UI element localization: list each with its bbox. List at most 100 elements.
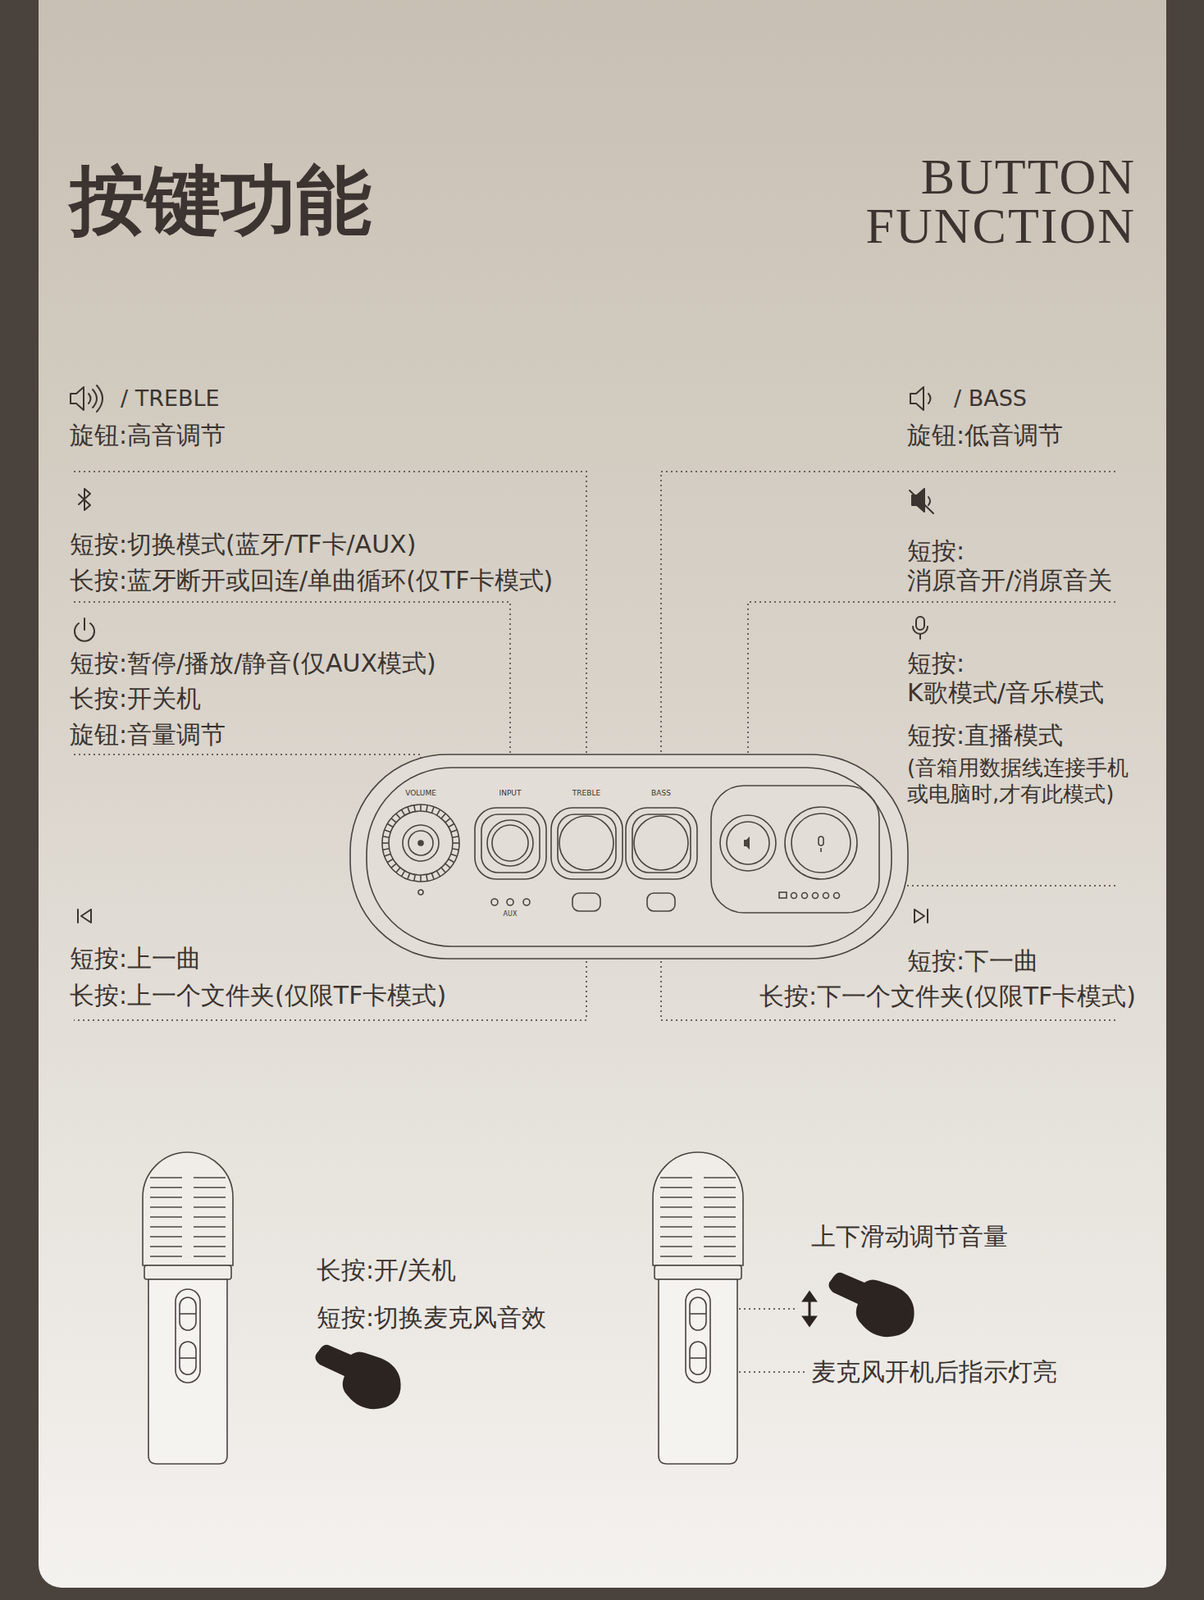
- treble-knob: [551, 807, 623, 880]
- mute-icon: [909, 488, 934, 514]
- knurl-stroke: [445, 818, 451, 823]
- knurl-stroke: [396, 867, 401, 873]
- bluetooth-icon: [78, 488, 91, 511]
- function-note: 短按:切换模式(蓝牙/TF卡/AUX): [69, 529, 416, 560]
- grille-line: [193, 1176, 226, 1179]
- control-label: TREBLE: [570, 788, 602, 799]
- grille-line: [150, 1235, 183, 1238]
- grille-line: [660, 1186, 693, 1189]
- function-note: 麦克风开机后指示灯亮: [811, 1357, 1058, 1387]
- grille-line: [150, 1176, 183, 1179]
- function-note: 旋钮:高音调节: [69, 420, 226, 451]
- knurl-stroke: [387, 824, 393, 828]
- page-title: 按键功能: [69, 155, 372, 247]
- mic-button-line: [689, 1357, 707, 1360]
- grille-line: [150, 1216, 183, 1218]
- knurl-stroke: [383, 848, 390, 850]
- microphone: [142, 1152, 233, 1464]
- grille-line: [660, 1206, 693, 1209]
- mode-indicators: [491, 898, 530, 906]
- mic-slot: [685, 1289, 711, 1383]
- function-note: 旋钮:音量调节: [69, 720, 226, 750]
- knurl-stroke: [407, 807, 411, 814]
- speaker-device: [350, 754, 908, 959]
- function-note: 上下滑动调节音量: [811, 1222, 1008, 1252]
- function-note: / TREBLE: [120, 385, 220, 412]
- grille-line: [193, 1196, 226, 1199]
- control-label: BASS: [649, 788, 673, 799]
- grille-line: [660, 1176, 693, 1179]
- knurl-stroke: [414, 874, 416, 881]
- function-note: 长按:开/关机: [316, 1255, 457, 1286]
- knurl-stroke: [445, 863, 451, 868]
- knurl-stroke: [382, 842, 389, 844]
- knurl-stroke: [407, 873, 411, 881]
- grille-line: [660, 1226, 693, 1228]
- grille-line: [660, 1245, 693, 1248]
- knurl-stroke: [448, 824, 455, 828]
- mic-button: [784, 807, 858, 880]
- knurl-stroke: [451, 853, 458, 857]
- function-note: 短按:: [907, 536, 965, 566]
- mic-body: [658, 1279, 738, 1464]
- knurl-stroke: [441, 813, 446, 819]
- right-panel: [711, 785, 880, 913]
- knurl-stroke: [401, 871, 406, 877]
- mic-button-line: [179, 1357, 197, 1360]
- mic-slot: [175, 1289, 201, 1383]
- grille-line: [193, 1235, 226, 1238]
- mic-neck: [654, 1265, 742, 1280]
- grille-line: [150, 1255, 183, 1258]
- volume-knob: [382, 804, 460, 882]
- function-note: 短按:直播模式: [907, 720, 1063, 751]
- speaker-top: [366, 767, 892, 947]
- function-note: (音箱用数据线连接手机或电脑时,才有此模式): [907, 754, 1145, 808]
- knurl-stroke: [414, 805, 416, 812]
- grille-line: [193, 1186, 226, 1189]
- control-label: VOLUME: [403, 788, 438, 799]
- mic-button: [179, 1341, 197, 1375]
- grille-line: [193, 1206, 226, 1209]
- grille-line: [150, 1196, 183, 1199]
- speaker-low-icon: [910, 387, 931, 411]
- bass-knob: [625, 807, 698, 880]
- grille-line: [150, 1245, 183, 1248]
- knurl-stroke: [391, 818, 397, 823]
- grille-line: [193, 1255, 226, 1258]
- function-note: 短按:: [907, 648, 965, 679]
- function-note: 短按:下一曲: [907, 946, 1039, 976]
- mic-head: [652, 1152, 744, 1266]
- function-note: 长按:开关机: [69, 684, 201, 714]
- control-label: INPUT: [497, 788, 524, 799]
- grille-line: [703, 1186, 736, 1189]
- knurl-stroke: [437, 871, 441, 877]
- grille-line: [660, 1235, 693, 1238]
- knurl-stroke: [451, 848, 459, 850]
- leader-lines: [73, 471, 1116, 1373]
- mic-head: [142, 1152, 233, 1266]
- speaker-body: [350, 754, 908, 959]
- function-note: / BASS: [953, 385, 1027, 412]
- knurl-stroke: [451, 836, 459, 838]
- level-indicators: [779, 892, 840, 899]
- microphone: [652, 1152, 744, 1464]
- grille-line: [703, 1196, 736, 1199]
- knurl-stroke: [383, 836, 390, 838]
- function-note: 长按:上一个文件夹(仅限TF卡模式): [69, 980, 447, 1011]
- knurl-stroke: [391, 863, 397, 868]
- mic-switch: [179, 1297, 197, 1331]
- grille-line: [703, 1216, 736, 1218]
- grille-line: [150, 1186, 183, 1189]
- function-note: 长按:蓝牙断开或回连/单曲循环(仅TF卡模式): [69, 565, 553, 596]
- function-note: 短按:切换麦克风音效: [316, 1303, 547, 1333]
- microphones: [142, 1152, 744, 1464]
- mic-button: [689, 1341, 707, 1375]
- english-title: BUTTON FUNCTION: [840, 151, 1136, 251]
- grille-line: [193, 1245, 226, 1248]
- knurl-stroke: [384, 853, 392, 857]
- function-note: 长按:下一个文件夹(仅限TF卡模式): [759, 981, 1136, 1012]
- mic-switch-line: [179, 1313, 197, 1315]
- knurl-stroke: [452, 842, 460, 844]
- grille-line: [150, 1206, 183, 1209]
- knurl-stroke: [419, 875, 422, 882]
